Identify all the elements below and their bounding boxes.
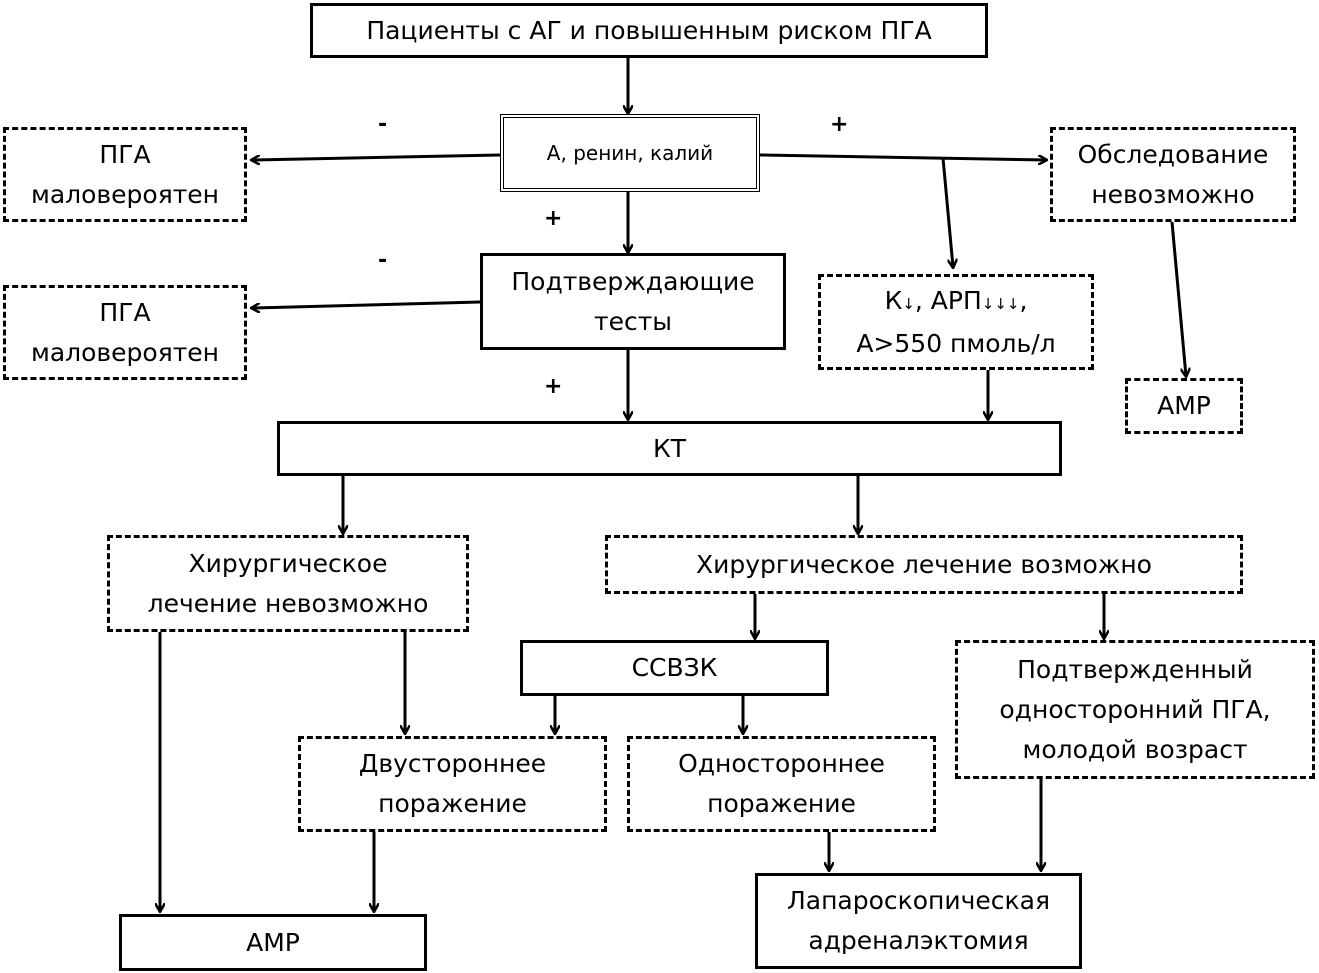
- node-laparoscopy-line1: Лапароскопическая: [786, 886, 1051, 915]
- arrow-exam-impossible-to-amr: [1170, 221, 1186, 376]
- node-confirm-tests: Подтверждающие тесты: [480, 253, 786, 350]
- node-confirmed-line1: Подтвержденный: [1017, 654, 1253, 684]
- node-amr-right-label: АМР: [1157, 391, 1211, 420]
- node-exam-impossible-line1: Обследование: [1077, 139, 1269, 169]
- node-pga-unlikely-2-line2: маловероятен: [30, 337, 220, 367]
- node-confirm-tests-line2: тесты: [594, 306, 672, 336]
- sign-minus-1: -: [378, 112, 388, 137]
- node-surgery-impossible: Хирургическое лечение невозможно: [107, 535, 469, 632]
- node-confirmed-unilateral: Подтвержденный односторонний ПГА, молодо…: [955, 640, 1315, 779]
- node-unilateral-line1: Одностороннее: [678, 749, 885, 778]
- node-kt: КТ: [277, 421, 1062, 476]
- sign-plus-3: +: [544, 374, 563, 399]
- arp-label: , АРП: [914, 285, 982, 315]
- node-unilateral-line2: поражение: [707, 789, 856, 818]
- node-surgery-impossible-line1: Хирургическое: [188, 548, 388, 578]
- node-bilateral-lesion: Двустороннее поражение: [298, 736, 607, 832]
- node-amr-bottom: АМР: [119, 914, 427, 971]
- node-pga-unlikely-1-line2: маловероятен: [30, 179, 220, 209]
- arrow-confirm-tests-to-pga-unlikely-2: [252, 300, 481, 308]
- arrow-branch-to-k-arp: [941, 157, 953, 267]
- node-unilateral-lesion: Одностороннее поражение: [627, 736, 936, 832]
- node-exam-impossible: Обследование невозможно: [1050, 127, 1296, 222]
- node-pga-unlikely-1-line1: ПГА: [99, 139, 151, 169]
- node-laparoscopy-line2: адреналэктомия: [808, 926, 1029, 955]
- potassium-label: К: [884, 285, 903, 315]
- arp-comma: ,: [1019, 285, 1028, 315]
- arp-down-arrows: ↓↓↓: [981, 294, 1020, 313]
- node-surgery-possible-label: Хирургическое лечение возможно: [696, 549, 1152, 579]
- node-ssvzk-label: ССВЗК: [631, 653, 718, 682]
- node-confirmed-line3: молодой возраст: [1022, 734, 1248, 764]
- node-surgery-possible: Хирургическое лечение возможно: [605, 535, 1243, 594]
- sign-minus-2: -: [378, 248, 388, 273]
- node-bilateral-line1: Двустороннее: [358, 749, 547, 778]
- node-patients: Пациенты с АГ и повышенным риском ПГА: [310, 3, 988, 58]
- node-amr-right: АМР: [1125, 378, 1243, 434]
- node-pga-unlikely-2-line1: ПГА: [99, 297, 151, 327]
- node-a-renin-potassium: А, ренин, калий: [500, 114, 760, 192]
- node-bilateral-line2: поражение: [378, 789, 527, 818]
- potassium-down-arrow: ↓: [902, 294, 915, 313]
- node-ssvzk: ССВЗК: [520, 640, 829, 696]
- arrow-a-renin-to-pga-unlikely-1: [252, 153, 501, 160]
- node-confirmed-line2: односторонний ПГА,: [999, 694, 1271, 724]
- node-surgery-impossible-line2: лечение невозможно: [147, 588, 429, 618]
- node-confirm-tests-line1: Подтверждающие: [511, 266, 755, 296]
- node-laparoscopic-adrenalectomy: Лапароскопическая адреналэктомия: [755, 873, 1082, 969]
- node-a-renin-label: А, ренин, калий: [546, 141, 714, 165]
- node-kt-label: КТ: [652, 433, 687, 463]
- node-amr-bottom-label: АМР: [246, 927, 300, 957]
- arrow-a-renin-to-exam-impossible: [759, 153, 1046, 160]
- node-pga-unlikely-1: ПГА маловероятен: [3, 127, 247, 222]
- node-exam-impossible-line2: невозможно: [1091, 179, 1255, 209]
- sign-plus-1: +: [830, 112, 849, 137]
- node-k-arp-line2: А>550 пмоль/л: [856, 328, 1056, 358]
- node-patients-label: Пациенты с АГ и повышенным риском ПГА: [366, 15, 932, 45]
- node-k-arp-line1: К↓, АРП↓↓↓,: [856, 281, 1055, 324]
- sign-plus-2: +: [544, 206, 563, 231]
- node-pga-unlikely-2: ПГА маловероятен: [3, 285, 247, 380]
- node-k-arp-aldosterone: К↓, АРП↓↓↓, А>550 пмоль/л: [818, 274, 1094, 370]
